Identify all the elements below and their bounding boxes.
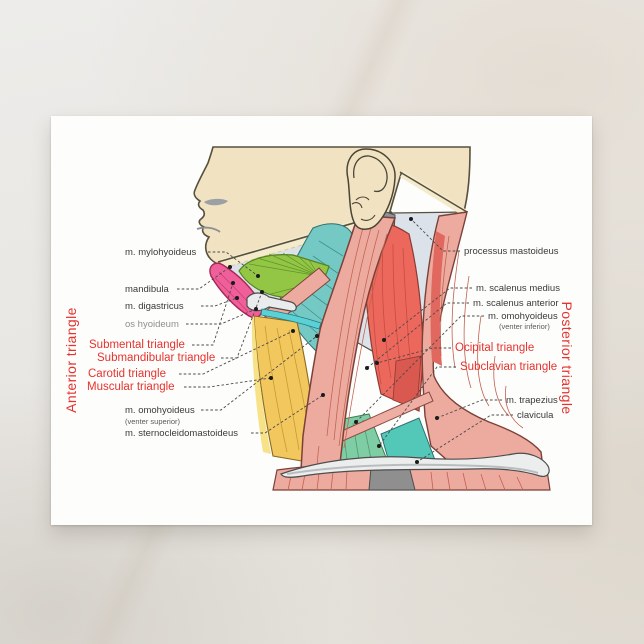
label-venter-inferior: (venter inferior) (499, 322, 550, 331)
label-submandibular-triangle: Submandibular triangle (97, 352, 215, 364)
dot (228, 265, 232, 269)
label-carotid-triangle: Carotid triangle (88, 368, 166, 380)
nuchal-outline (399, 171, 468, 213)
label-mandibula: mandibula (125, 284, 170, 295)
dot (375, 361, 379, 365)
dot (256, 274, 260, 278)
label-subclavian-triangle: Subclavian triangle (460, 361, 557, 373)
dot (231, 281, 235, 285)
ear-tragus-line (351, 196, 376, 221)
head-profile-shape (193, 146, 471, 265)
dot (269, 376, 273, 380)
leader-clavicula (416, 414, 513, 463)
label-submental-triangle: Submental triangle (89, 339, 185, 351)
leader-scalenus-anterior (366, 302, 469, 369)
dot (254, 307, 258, 311)
label-omohyoideus-superior: m. omohyoideus (125, 405, 195, 416)
omohyoid-tendon-cyan (260, 308, 322, 330)
leader-digastricus (201, 297, 238, 307)
dot (415, 460, 419, 464)
muscular-region-light-strip (251, 316, 271, 454)
leader-os-hyoideum (186, 308, 257, 325)
leader-omohyoideus-sup (201, 335, 318, 411)
leader-muscular (184, 377, 272, 388)
ear-helix-line (353, 155, 388, 193)
nostril-shape (204, 198, 228, 206)
label-os-hyoideum: os hyoideum (125, 319, 179, 330)
leader-trapezius (436, 399, 502, 419)
nuchal-bone-band (400, 171, 467, 216)
mouth-line (196, 226, 221, 233)
neck-extensor-red-stripe (430, 231, 445, 366)
labels-right: processus mastoideus m. scalenus medius … (455, 246, 560, 421)
leader-ocipital (376, 347, 451, 364)
label-scalenus-anterior: m. scalenus anterior (473, 298, 559, 309)
leader-subclavian (378, 366, 456, 447)
neck-triangles-diagram: m. mylohyoideus mandibula m. digastricus… (63, 146, 575, 491)
label-venter-superior: (venter superior) (125, 417, 181, 426)
label-mylohyoideus: m. mylohyoideus (125, 247, 197, 258)
label-sternocleidomastoideus: m. sternocleidomastoideus (125, 428, 238, 439)
label-trapezius: m. trapezius (506, 395, 558, 406)
label-clavicula: clavicula (517, 410, 554, 421)
anatomy-postcard: m. mylohyoideus mandibula m. digastricus… (51, 116, 592, 525)
chest-striations (287, 470, 524, 491)
dot (409, 217, 413, 221)
dot (377, 444, 381, 448)
leader-mylohyoideus (208, 251, 259, 277)
label-posterior-triangle: Posterior triangle (559, 301, 575, 414)
leader-submental (192, 282, 234, 346)
label-scalenus-medius: m. scalenus medius (476, 283, 560, 294)
label-digastricus: m. digastricus (125, 301, 184, 312)
leader-omohyoideus-inf (355, 315, 484, 423)
leader-carotid (179, 330, 294, 375)
ear-outline (346, 148, 396, 230)
clavicle-shading (286, 463, 539, 475)
dot (260, 290, 264, 294)
scalenus-deep-patch (392, 355, 422, 410)
label-ocipital-triangle: Ocipital triangle (455, 342, 534, 354)
dot (354, 420, 358, 424)
leader-mandibula (177, 266, 231, 290)
ear (346, 148, 396, 230)
pointer-dots (228, 217, 439, 464)
scalenus-striations (371, 235, 412, 385)
dot (291, 329, 295, 333)
dot (365, 366, 369, 370)
leader-processus (410, 218, 460, 252)
label-omohyoideus-inferior: m. omohyoideus (488, 311, 558, 322)
label-anterior-triangle: Anterior triangle (63, 307, 79, 413)
leader-lines (177, 218, 513, 463)
label-processus-mastoideus: processus mastoideus (464, 246, 559, 257)
dot (235, 296, 239, 300)
dot (321, 393, 325, 397)
anatomy-figure (193, 146, 551, 491)
labels-left: m. mylohyoideus mandibula m. digastricus… (87, 247, 238, 439)
dot (315, 334, 319, 338)
scm-striations (316, 223, 388, 475)
dot (435, 416, 439, 420)
label-muscular-triangle: Muscular triangle (87, 381, 175, 393)
dot (382, 338, 386, 342)
